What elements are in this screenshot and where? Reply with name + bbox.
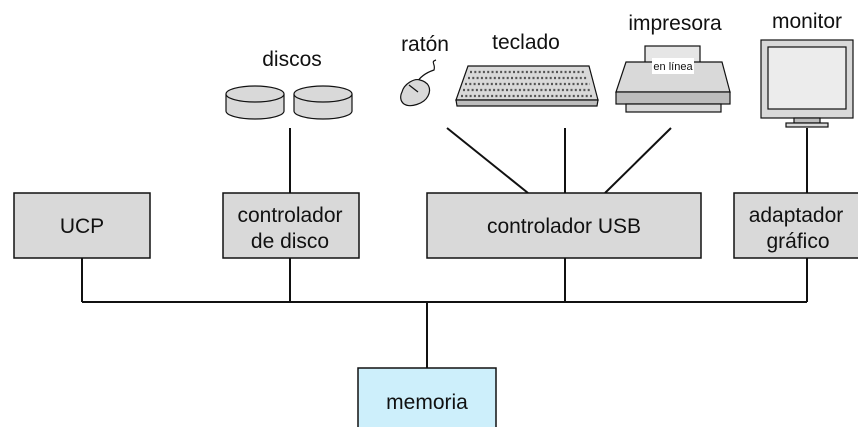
memory-box [357,367,497,427]
mouse-label: ratón [401,33,449,56]
usb-controller-box [426,192,702,259]
printer-icon [615,45,731,113]
disk-controller-box [222,192,360,259]
monitor-icon [760,39,854,128]
graphics-adapter-label-line1: adaptador [749,204,844,227]
mouse-link [446,127,529,194]
cpu-label: UCP [60,215,104,238]
graphics-adapter-box [733,192,858,259]
printer-label: impresora [628,12,722,35]
bus-lines [81,127,808,368]
printer-link [604,127,672,194]
disk-controller-label-line1: controlador [237,204,342,227]
disks-icon [225,85,353,120]
cpu-box [13,192,151,259]
printer-status-label: en línea [653,61,693,73]
usb-controller-label: controlador USB [487,215,641,238]
disks-label: discos [262,48,322,71]
monitor-label: monitor [772,10,842,33]
keyboard-label: teclado [492,31,560,54]
keyboard-icon [455,65,599,107]
memory-label: memoria [386,391,468,414]
disk-controller-label-line2: de disco [251,230,329,253]
mouse-icon [400,59,437,107]
graphics-adapter-label-line2: gráfico [766,230,829,253]
